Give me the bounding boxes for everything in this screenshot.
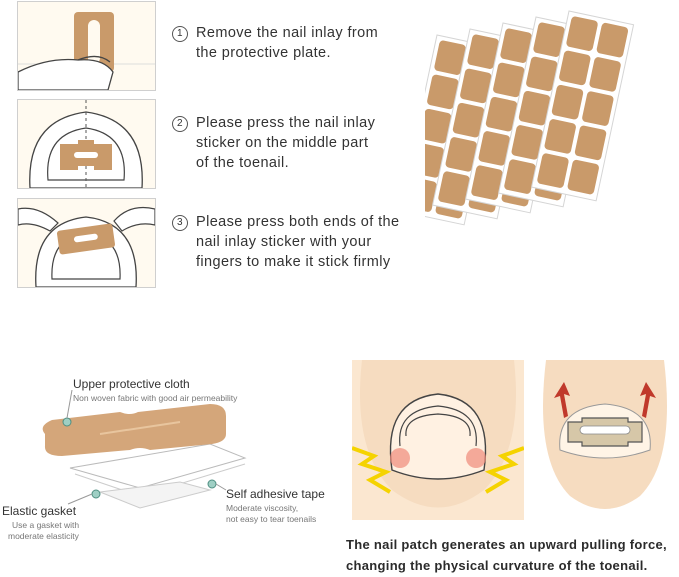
toe-lift-illustration xyxy=(543,360,667,509)
step-line: nail inlay sticker with your xyxy=(196,234,372,250)
gasket-layer-desc: moderate elasticity xyxy=(8,531,79,541)
patch-piece xyxy=(518,90,551,126)
upper-layer-desc: Non woven fabric with good air permeabil… xyxy=(73,393,238,403)
toe-pain-illustration xyxy=(352,360,524,520)
patch-piece xyxy=(511,125,543,160)
patch-piece xyxy=(551,84,584,120)
patch-piece xyxy=(425,143,444,178)
step-number: 1 xyxy=(172,26,188,42)
patch-piece xyxy=(526,56,558,92)
upper-layer-title: Upper protective cloth xyxy=(73,377,190,391)
gasket-layer-title: Elastic gasket xyxy=(2,504,77,518)
patch-piece xyxy=(425,108,452,144)
step-number: 2 xyxy=(172,116,188,132)
caption-line-2: changing the physical curvature of the t… xyxy=(346,558,648,573)
patch-piece xyxy=(567,159,599,195)
step-line: Please press both ends of the xyxy=(196,214,400,230)
step-line: sticker on the middle part xyxy=(196,135,369,151)
step-2-text: 2 Please press the nail inlay sticker on … xyxy=(172,113,375,173)
step-line: of the toenail. xyxy=(196,155,290,171)
adhesive-layer-desc: not easy to tear toenails xyxy=(226,514,317,524)
patch-piece xyxy=(467,34,499,69)
patch-piece xyxy=(504,159,536,194)
patch-piece xyxy=(544,119,576,154)
patch-piece xyxy=(445,137,477,172)
patch-piece xyxy=(493,62,525,98)
patch-piece xyxy=(500,28,532,63)
patch-piece xyxy=(485,96,518,132)
patch-piece xyxy=(533,22,565,57)
patch-piece xyxy=(471,165,503,200)
step-line: the protective plate. xyxy=(196,45,331,61)
patch-piece xyxy=(478,131,510,166)
patch-piece xyxy=(582,91,614,126)
patch-piece xyxy=(559,50,591,86)
step-1-text: 1 Remove the nail inlay from the protecti… xyxy=(172,23,378,63)
patch-piece xyxy=(452,102,485,138)
step-line: Please press the nail inlay xyxy=(196,115,376,131)
patch-piece xyxy=(425,177,437,212)
patch-piece xyxy=(574,125,607,161)
gasket-layer-desc: Use a gasket with xyxy=(12,520,80,530)
patch-piece xyxy=(589,57,621,92)
patch-strips-image xyxy=(425,10,635,226)
patch-piece xyxy=(537,153,569,188)
adhesive-layer-title: Self adhesive tape xyxy=(226,487,325,501)
step-3-text: 3 Please press both ends of the nail inla… xyxy=(172,212,399,272)
patch-piece xyxy=(434,40,466,75)
patch-strip xyxy=(530,10,635,202)
patch-piece xyxy=(427,74,459,110)
step-line: Remove the nail inlay from xyxy=(196,25,379,41)
patch-piece xyxy=(566,16,598,51)
adhesive-layer-desc: Moderate viscosity, xyxy=(226,503,299,513)
step3-illustration xyxy=(17,198,156,288)
patch-piece xyxy=(438,171,470,206)
patch-piece xyxy=(596,22,629,58)
caption-line-1: The nail patch generates an upward pulli… xyxy=(346,537,667,552)
step-line: fingers to make it stick firmly xyxy=(196,254,391,270)
step1-illustration xyxy=(17,1,156,91)
step2-illustration xyxy=(17,99,156,189)
step-number: 3 xyxy=(172,215,188,231)
patch-piece xyxy=(460,68,492,104)
layer-diagram xyxy=(42,390,247,509)
